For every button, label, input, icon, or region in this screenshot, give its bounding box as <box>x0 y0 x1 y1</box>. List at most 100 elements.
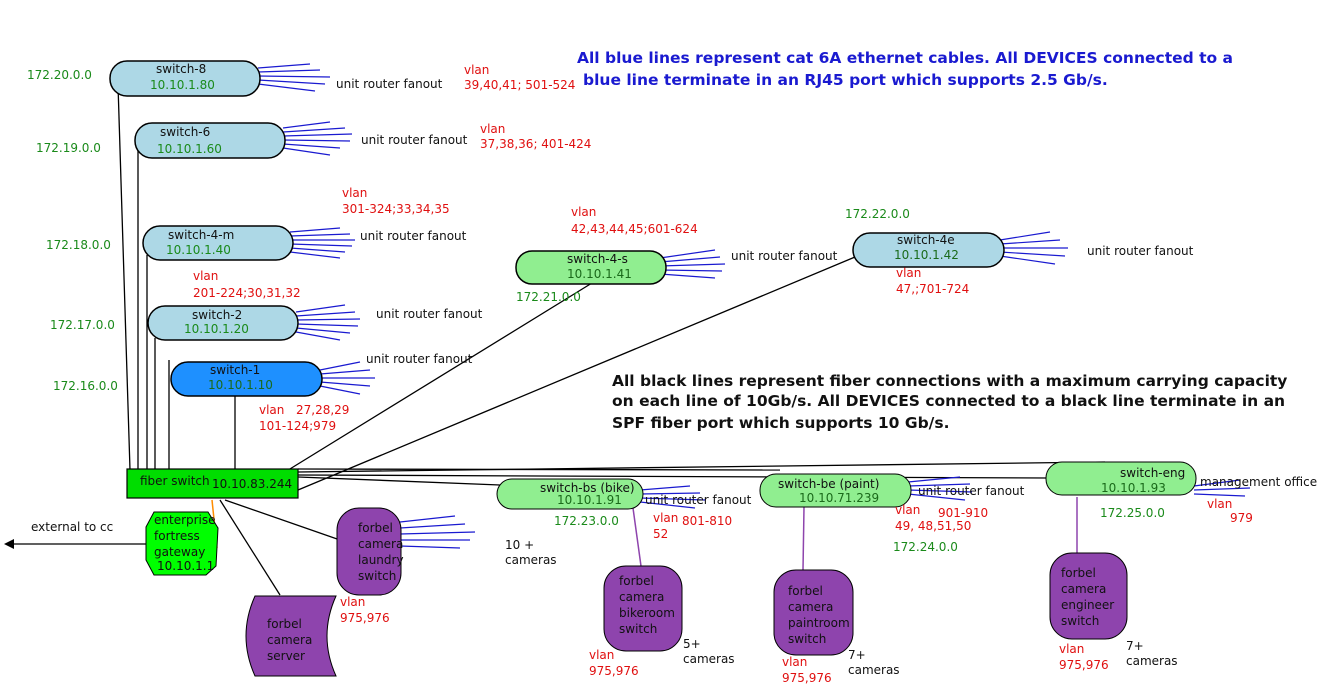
fiber-link-switch-eng <box>297 461 1106 473</box>
subnet-172-23: 172.23.0.0 <box>554 514 619 528</box>
subnet-172-18: 172.18.0.0 <box>46 238 111 252</box>
fiber-switch-shape <box>126 468 299 499</box>
gateway-line1: enterprise <box>154 513 216 527</box>
switch-6-ip: 10.10.1.60 <box>157 142 222 156</box>
camera-bikeroom-l2: camera <box>619 590 664 604</box>
camera-laundry-switch[interactable]: forbel camera laundry switch <box>336 507 404 596</box>
switch-8[interactable]: switch-8 10.10.1.80 <box>109 60 261 97</box>
camera-bikeroom-l1: forbel <box>619 574 654 588</box>
camera-paintroom-l1: forbel <box>788 584 823 598</box>
camera-server[interactable]: forbel camera server <box>245 595 337 677</box>
switch-1-ip: 10.10.1.10 <box>208 378 273 392</box>
camera-engineer-l3: engineer <box>1061 598 1114 612</box>
switch-be-fanout-label: unit router fanout <box>918 484 1025 498</box>
switch-2[interactable]: switch-2 10.10.1.20 <box>147 305 299 341</box>
switch-8-name: switch-8 <box>156 62 206 76</box>
switch-4-s-name: switch-4-s <box>567 252 628 266</box>
camera-server-l1: forbel <box>267 617 302 631</box>
camera-paintroom-l4: switch <box>788 632 826 646</box>
switch-eng[interactable]: switch-eng 10.10.1.93 <box>1045 461 1197 496</box>
switch-4e[interactable]: switch-4e 10.10.1.42 <box>852 232 1005 268</box>
camera-paintroom-count1: 7+ <box>848 648 866 662</box>
switch-bs-ip: 10.10.1.91 <box>557 493 622 507</box>
switch-4-s-shape <box>515 250 667 285</box>
camera-bikeroom-count1: 5+ <box>683 637 701 651</box>
camera-server-shape <box>245 595 337 677</box>
fiber-link-switch-eng-b <box>297 474 1049 479</box>
note-blue-line2: blue line terminate in an RJ45 port whic… <box>583 71 1108 89</box>
switch-bs-vlan-a: 801-810 <box>682 514 732 528</box>
fiber-switch-name: fiber switch <box>140 474 210 488</box>
camera-paintroom-l3: paintroom <box>788 616 850 630</box>
switch-4e-vlan-title: vlan <box>896 266 921 280</box>
camera-paintroom-vlan-title: vlan <box>782 655 807 669</box>
switch-1-fanout-label: unit router fanout <box>366 352 473 366</box>
fiber-link-switch-bs <box>297 476 501 486</box>
camera-laundry-l4: switch <box>358 569 396 583</box>
external-arrow-head <box>4 539 14 549</box>
switch-8-vlan-ids: 39,40,41; 501-524 <box>464 78 575 92</box>
switch-bs-vlan-b: 52 <box>653 527 668 541</box>
switch-4-s[interactable]: switch-4-s 10.10.1.41 <box>515 250 667 285</box>
switch-2-shape <box>147 305 299 341</box>
switch-6-vlan-ids: 37,38,36; 401-424 <box>480 137 591 151</box>
switch-4e-shape <box>852 232 1005 268</box>
camera-engineer-l2: camera <box>1061 582 1106 596</box>
switch-bs-fanout-label: unit router fanout <box>645 493 752 507</box>
camera-server-l2: camera <box>267 633 312 647</box>
camera-paintroom-count2: cameras <box>848 663 900 677</box>
switch-4-m-name: switch-4-m <box>168 228 234 242</box>
fiber-switch-ip: 10.10.83.244 <box>212 477 292 491</box>
subnet-172-20: 172.20.0.0 <box>27 68 92 82</box>
fiber-link-switch-be <box>297 468 781 471</box>
fiber-switch[interactable]: fiber switch 10.10.83.244 <box>126 468 299 499</box>
camera-laundry-l1: forbel <box>358 521 393 535</box>
camera-laundry-vlan-ids: 975,976 <box>340 611 390 625</box>
camera-paintroom-switch[interactable]: forbel camera paintroom switch <box>773 569 854 656</box>
camera-laundry-count2: cameras <box>505 553 557 567</box>
camera-paintroom-l2: camera <box>788 600 833 614</box>
switch-4-m[interactable]: switch-4-m 10.10.1.40 <box>142 225 294 261</box>
switch-bs[interactable]: switch-bs (bike) 10.10.1.91 <box>496 478 644 510</box>
switch-be-ip: 10.10.71.239 <box>799 491 879 505</box>
switch-6[interactable]: switch-6 10.10.1.60 <box>134 122 286 159</box>
camera-laundry-count1: 10 + <box>505 538 534 552</box>
gateway-line2: fortress <box>154 529 200 543</box>
subnet-172-24: 172.24.0.0 <box>893 540 958 554</box>
switch-bs-vlan-title: vlan <box>653 511 678 525</box>
camera-engineer-shape <box>1049 552 1128 640</box>
switch-1-vlan-a: 27,28,29 <box>296 403 349 417</box>
fiber-link-switch-8 <box>117 84 131 471</box>
camera-bikeroom-shape <box>603 565 683 652</box>
switch-1-name: switch-1 <box>210 363 260 377</box>
switch-eng-vlan-ids: 979 <box>1230 511 1253 525</box>
switch-8-fanout-label: unit router fanout <box>336 77 443 91</box>
camera-engineer-vlan-title: vlan <box>1059 642 1084 656</box>
switch-1[interactable]: switch-1 10.10.1.10 <box>170 361 323 397</box>
camera-engineer-switch[interactable]: forbel camera engineer switch <box>1049 552 1128 640</box>
note-black-line1: All black lines represent fiber connecti… <box>612 372 1287 390</box>
camera-bikeroom-vlan-ids: 975,976 <box>589 664 639 678</box>
switch-bs-shape <box>496 478 644 510</box>
subnet-172-25: 172.25.0.0 <box>1100 506 1165 520</box>
camera-engineer-l1: forbel <box>1061 566 1096 580</box>
switch-be[interactable]: switch-be (paint) 10.10.71.239 <box>759 473 912 508</box>
fiber-link-switch-4e <box>297 256 856 491</box>
enterprise-fortress-gateway[interactable]: enterprise fortress gateway 10.10.1.1 <box>145 511 219 576</box>
camera-server-l3: server <box>267 649 305 663</box>
camera-bikeroom-switch[interactable]: forbel camera bikeroom switch <box>603 565 683 652</box>
switch-4-m-ip: 10.10.1.40 <box>166 243 231 257</box>
subnet-172-22: 172.22.0.0 <box>845 207 910 221</box>
camera-engineer-count2: cameras <box>1126 654 1178 668</box>
switch-eng-ip: 10.10.1.93 <box>1101 481 1166 495</box>
camera-links <box>632 497 1078 571</box>
camera-laundry-shape <box>336 507 402 596</box>
switch-1-shape <box>170 361 323 397</box>
switch-2-vlan-ids: 201-224;30,31,32 <box>193 286 301 300</box>
switch-4e-name: switch-4e <box>897 233 955 247</box>
switch-2-fanout-label: unit router fanout <box>376 307 483 321</box>
switch-4-s-ip: 10.10.1.41 <box>567 267 632 281</box>
switch-6-fanout-label: unit router fanout <box>361 133 468 147</box>
